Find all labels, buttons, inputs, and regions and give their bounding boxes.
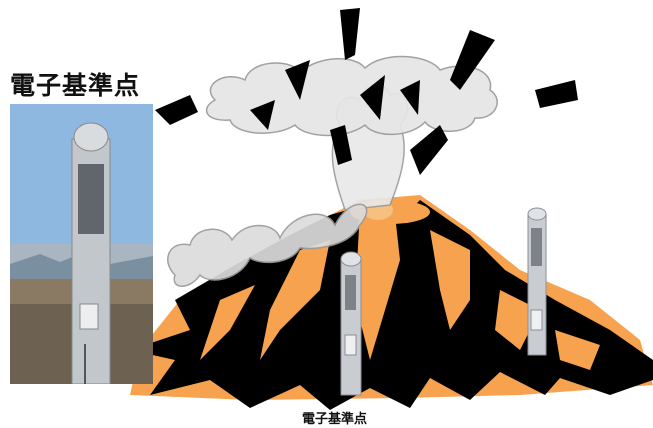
eruption-rock-icon (340, 8, 360, 60)
eruption-rock-icon (250, 100, 275, 130)
eruption-rock-icon (360, 75, 385, 120)
illustration-label: 電子基準点 (302, 412, 368, 427)
lava-streak (200, 285, 255, 360)
station-photo (10, 104, 153, 384)
smoke-cloud-left (167, 203, 368, 287)
eruption-rock-icon (410, 125, 448, 175)
gnss-station-icon (527, 207, 547, 356)
eruption-rock-icon (450, 30, 495, 90)
eruption-rock-icon (400, 80, 420, 115)
eruption-rock-icon (535, 80, 578, 108)
lava-streak (260, 240, 330, 360)
lava-streak (355, 210, 400, 360)
smoke-cloud-top (205, 55, 498, 137)
gnss-station-icon (340, 251, 362, 396)
lava-streak (555, 330, 600, 370)
lava-streak (430, 230, 470, 330)
eruption-rock-icon (155, 95, 198, 125)
eruption-rock-icon (330, 125, 352, 165)
eruption-rock-icon (285, 60, 310, 100)
photo-label: 電子基準点 (10, 71, 141, 100)
